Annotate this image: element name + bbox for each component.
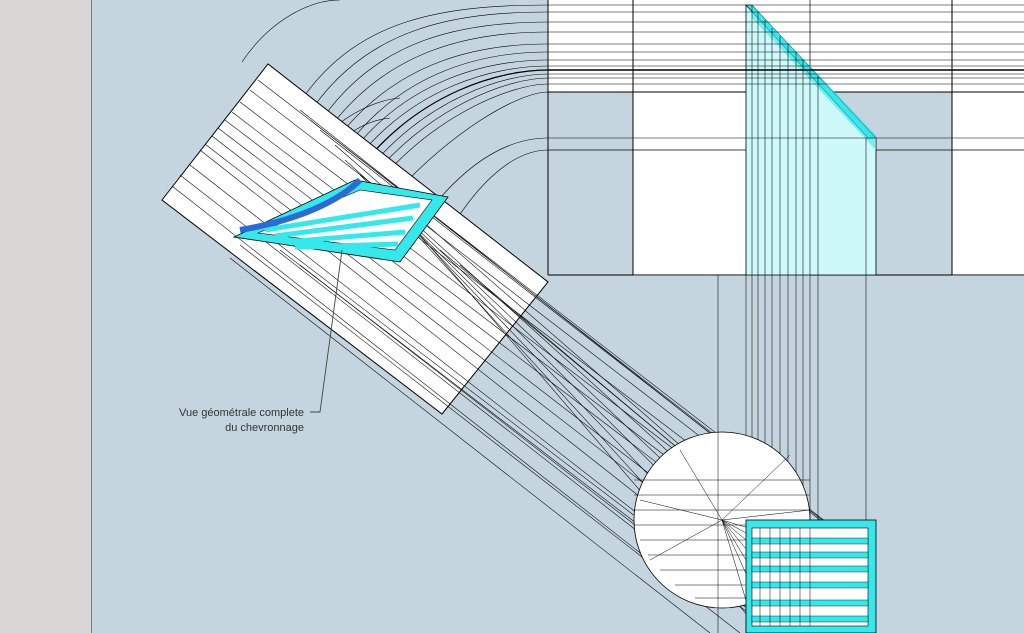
chevron-frame-diagonal xyxy=(232,177,449,263)
drawing-viewport[interactable] xyxy=(93,0,1024,633)
callout-line-1: Vue géométrale complete xyxy=(179,407,304,419)
horizontal-chevron-lines xyxy=(548,4,1024,139)
callout-label: Vue géométrale complete du chevronnage xyxy=(140,406,304,436)
chevron-frame-front xyxy=(745,519,877,633)
vertical-column-face xyxy=(745,4,877,276)
left-side-panel xyxy=(0,0,92,633)
callout-leader xyxy=(310,249,343,413)
callout-line-2: du chevronnage xyxy=(225,422,304,434)
technical-drawing xyxy=(161,0,1024,633)
bend-curves xyxy=(241,0,549,231)
